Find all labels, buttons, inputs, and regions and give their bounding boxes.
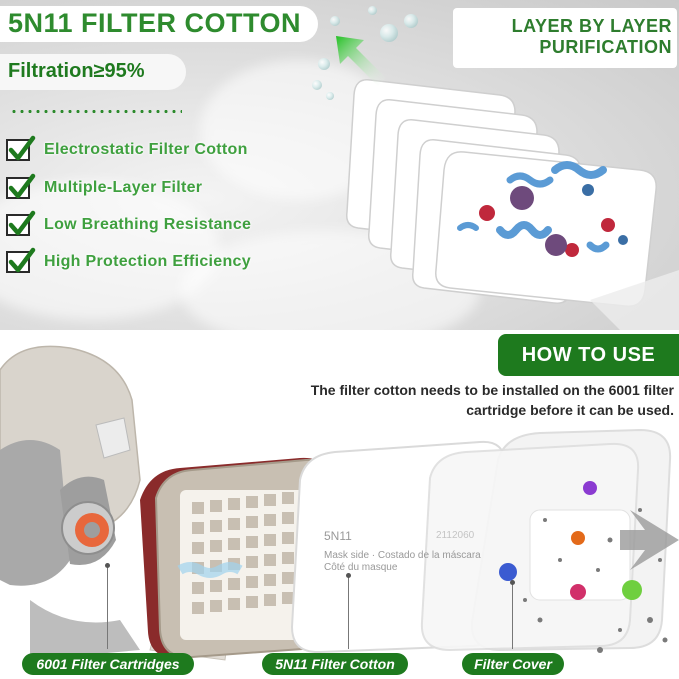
layer-banner-line2: PURIFICATION xyxy=(539,37,672,57)
layer-banner-line1: LAYER BY LAYER xyxy=(511,16,672,36)
bubble xyxy=(404,14,418,28)
filter-layers-illustration xyxy=(345,79,679,330)
filtration-rating: Filtration≥95% xyxy=(8,60,145,82)
checkbox-icon xyxy=(6,210,36,236)
checkbox-icon xyxy=(6,173,36,199)
filtration-pill xyxy=(0,54,186,90)
layer-banner-box xyxy=(453,8,677,68)
leader-dot xyxy=(510,580,515,585)
pad-brand: 5N11 xyxy=(324,529,352,543)
bubble xyxy=(326,92,334,100)
leader-line xyxy=(348,575,349,649)
dotted-divider xyxy=(10,110,182,113)
bubble xyxy=(312,80,322,90)
label-text: Filter Cover xyxy=(474,656,552,672)
label-5n11-filter-cotton: 5N11 Filter Cotton xyxy=(262,653,408,675)
layer-banner: LAYER BY LAYER PURIFICATION xyxy=(460,16,672,58)
how-to-use-title: HOW TO USE xyxy=(521,343,656,366)
feature-label: Multiple-Layer Filter xyxy=(44,179,203,196)
feature-item: Low Breathing Resistance xyxy=(6,210,252,238)
respirator-assembly-illustration xyxy=(0,345,679,661)
how-to-use-banner: HOW TO USE xyxy=(498,334,679,376)
checkbox-icon xyxy=(6,247,36,273)
pad-side-text-fr: Côté du masque xyxy=(324,562,398,573)
label-text: 5N11 Filter Cotton xyxy=(275,656,395,672)
instruction-line1: The filter cotton needs to be installed … xyxy=(310,382,674,398)
feature-item: Multiple-Layer Filter xyxy=(6,173,203,201)
pad-side-text: Mask side · Costado de la máscara xyxy=(324,550,481,561)
bubble xyxy=(330,16,340,26)
checkbox-icon xyxy=(6,135,36,161)
feature-item: High Protection Efficiency xyxy=(6,247,251,275)
label-text: 6001 Filter Cartridges xyxy=(36,656,180,672)
leader-line xyxy=(107,565,108,649)
instruction-text: The filter cotton needs to be installed … xyxy=(230,380,674,420)
title-pill xyxy=(0,6,318,42)
up-arrow-icon xyxy=(336,36,386,86)
leader-dot xyxy=(346,573,351,578)
pad-code: 2112060 xyxy=(436,530,475,541)
feature-label: Electrostatic Filter Cotton xyxy=(44,141,248,158)
bubble xyxy=(380,24,398,42)
label-filter-cover: Filter Cover xyxy=(462,653,564,675)
label-6001-filter-cartridges: 6001 Filter Cartridges xyxy=(22,653,194,675)
bubble xyxy=(318,58,330,70)
bottom-section: 5N11 Mask side · Costado de la máscara C… xyxy=(0,330,679,679)
page-title: 5N11 FILTER COTTON xyxy=(8,8,302,38)
feature-item: Electrostatic Filter Cotton xyxy=(6,135,248,163)
leader-dot xyxy=(105,563,110,568)
leader-line xyxy=(512,582,513,649)
bubble xyxy=(368,6,377,15)
feature-label: Low Breathing Resistance xyxy=(44,216,252,233)
feature-label: High Protection Efficiency xyxy=(44,253,251,270)
instruction-line2: cartridge before it can be used. xyxy=(466,402,674,418)
